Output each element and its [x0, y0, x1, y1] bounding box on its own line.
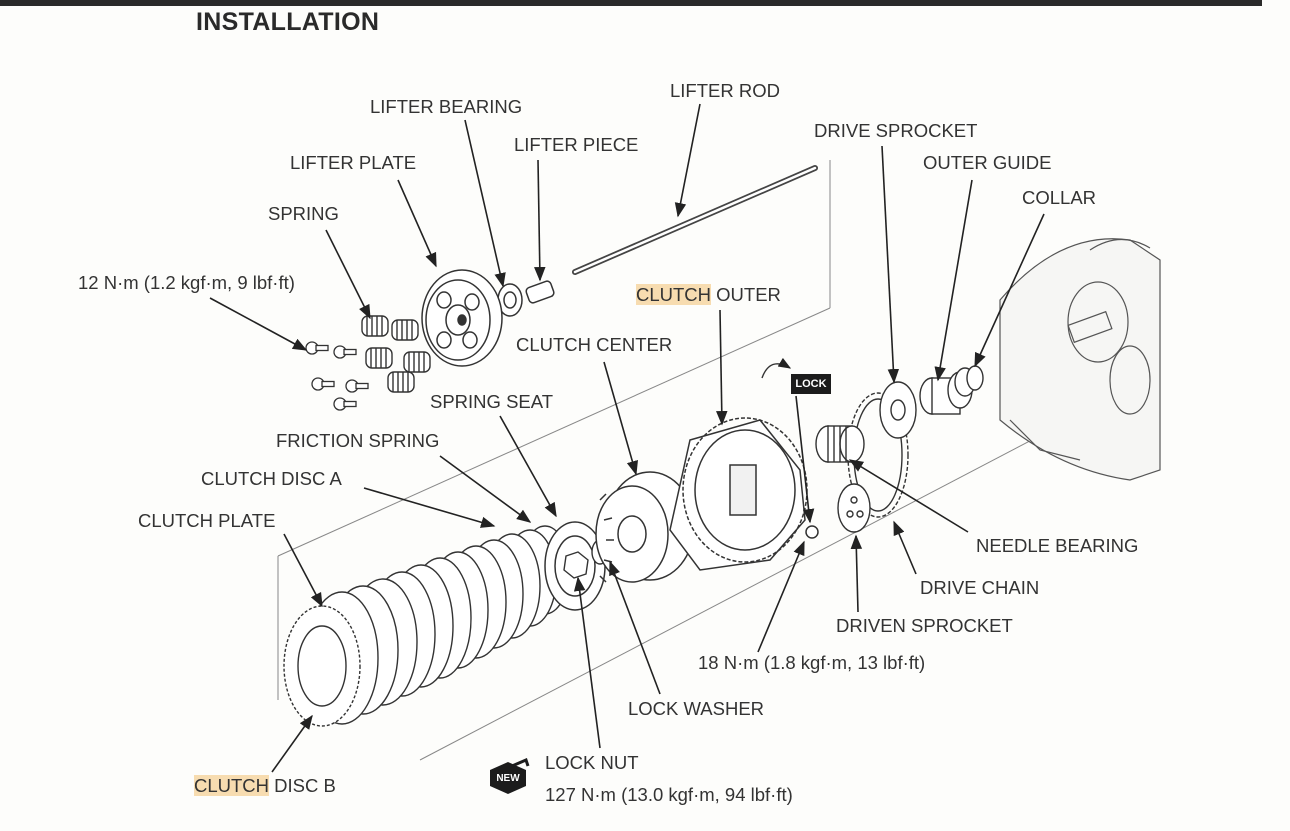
drive-sprocket-part: [879, 381, 917, 439]
label-spring: SPRING: [268, 203, 339, 224]
label-clutch-disc-a: CLUTCH DISC A: [201, 468, 342, 489]
label-collar: COLLAR: [1022, 187, 1097, 208]
label-torque-locknut: 127 N·m (13.0 kgf·m, 94 lbf·ft): [545, 784, 793, 805]
bolts-part: [305, 341, 369, 411]
label-lock-nut: LOCK NUT: [545, 752, 639, 773]
clutch-center-part: [595, 471, 695, 583]
label-drive-sprocket: DRIVE SPROCKET: [814, 120, 978, 141]
label-torque-sprocket: 18 N·m (1.8 kgf·m, 13 lbf·ft): [698, 652, 926, 673]
lifter-bearing-part: [497, 283, 523, 317]
new-badge-text: NEW: [496, 773, 520, 784]
label-clutch-outer-rest: OUTER: [711, 284, 781, 305]
label-clutch-outer: CLUTCH OUTER: [636, 284, 781, 306]
collar-part: [954, 365, 984, 397]
label-lifter-bearing: LIFTER BEARING: [370, 96, 523, 117]
highlight-clutch-outer: CLUTCH: [636, 284, 712, 305]
label-clutch-disc-b-rest: DISC B: [269, 775, 336, 796]
engine-case-part: [999, 238, 1161, 481]
label-clutch-disc-b: CLUTCH DISC B: [194, 775, 336, 797]
clutch-disc-stack: [283, 525, 570, 727]
label-torque-bolts: 12 N·m (1.2 kgf·m, 9 lbf·ft): [78, 272, 295, 293]
assembly-plane: [277, 160, 1071, 761]
lifter-rod-part: [572, 165, 818, 275]
driven-sprocket-part: [837, 483, 871, 533]
section-title: INSTALLATION: [196, 8, 380, 36]
label-lifter-rod: LIFTER ROD: [670, 80, 780, 101]
label-driven-sprocket: DRIVEN SPROCKET: [836, 615, 1013, 636]
label-outer-guide: OUTER GUIDE: [923, 152, 1052, 173]
new-part-icon: NEW: [490, 758, 530, 794]
label-drive-chain: DRIVE CHAIN: [920, 577, 1040, 598]
lock-badge: LOCK: [791, 374, 831, 394]
label-lifter-piece: LIFTER PIECE: [514, 134, 639, 155]
lock-direction-arrow: [761, 357, 792, 379]
highlight-clutch-disc-b: CLUTCH: [194, 775, 270, 796]
label-spring-seat: SPRING SEAT: [430, 391, 554, 412]
needle-bearing-part: [815, 425, 865, 463]
header-rule: [0, 0, 1262, 6]
leader-arrows: [209, 103, 1045, 773]
label-clutch-plate: CLUTCH PLATE: [138, 510, 276, 531]
lifter-piece-part: [525, 280, 555, 304]
label-friction-spring: FRICTION SPRING: [276, 430, 440, 451]
springs-part: [361, 315, 431, 393]
label-lock-washer: LOCK WASHER: [628, 698, 765, 719]
clutch-outer-part: [669, 417, 819, 571]
label-lifter-plate: LIFTER PLATE: [290, 152, 417, 173]
label-clutch-center: CLUTCH CENTER: [516, 334, 673, 355]
lifter-plate-part: [421, 269, 503, 367]
label-needle-bearing: NEEDLE BEARING: [976, 535, 1139, 556]
